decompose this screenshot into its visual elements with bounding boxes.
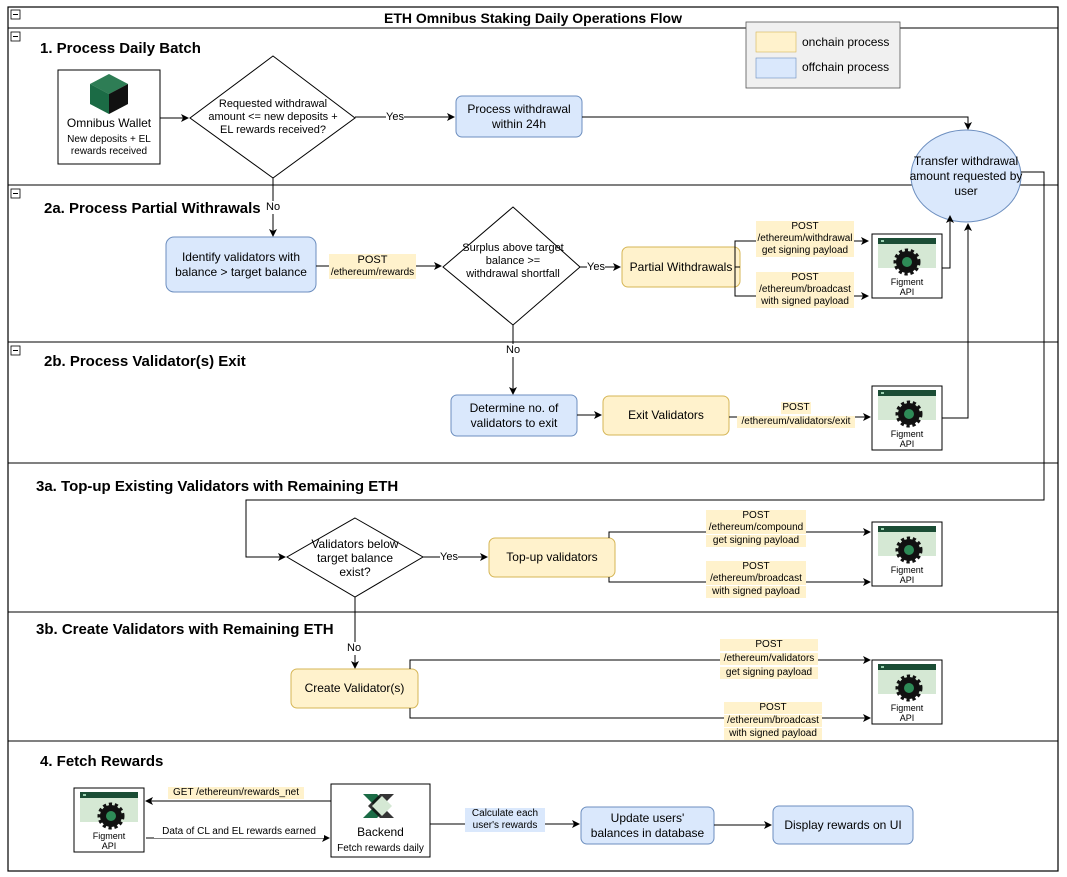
update-balances-node: Update users' balances in database (590, 810, 705, 840)
get-rewards-net-label: GET /ethereum/rewards_net (168, 787, 304, 799)
post-withdrawal-method: POST (756, 221, 854, 233)
decision-validators-below: Validators below target balance exist? (311, 537, 399, 579)
figment-api-label: API (101, 841, 117, 851)
gear-icon (895, 536, 923, 564)
collapse-icon[interactable] (10, 188, 21, 199)
backend-title: Backend (357, 825, 404, 839)
backend-logo-icon (363, 794, 394, 818)
determine-validators-node: Determine no. of validators to exit (469, 400, 559, 430)
post-withdrawal-note: get signing payload (756, 245, 854, 257)
figment-api-label: Figment (92, 831, 126, 841)
post-broadcast-path-2a: /ethereum/broadcast (756, 284, 854, 296)
backend-subtitle: Fetch rewards daily (337, 843, 424, 854)
legend-offchain-label: offchain process (802, 60, 890, 74)
transfer-withdrawal-node: Transfer withdrawal amount requested by … (909, 153, 1023, 198)
post-rewards-path: /ethereum/rewards (329, 267, 416, 279)
gear-icon (895, 400, 923, 428)
collapse-icon[interactable] (10, 9, 21, 20)
wallet-subtitle: New deposits + EL rewards received (67, 134, 151, 157)
section-title-4: 4. Fetch Rewards (40, 753, 164, 770)
post-broadcast-note-3a: with signed payload (706, 586, 806, 598)
post-broadcast-note-3b: with signed payload (724, 728, 822, 740)
figment-api-label: Figment (890, 703, 924, 713)
post-validators-method: POST (720, 639, 818, 651)
section-title-3a: 3a. Top-up Existing Validators with Rema… (36, 478, 399, 495)
identify-validators-node: Identify validators with balance > targe… (175, 249, 307, 279)
topup-validators-node: Top-up validators (506, 550, 598, 564)
post-broadcast-note-2a: with signed payload (756, 296, 854, 308)
post-broadcast-path-3b: /ethereum/broadcast (724, 715, 822, 727)
display-rewards-node: Display rewards on UI (784, 817, 902, 832)
figment-api-label: Figment (890, 277, 924, 287)
yes-label-2a: Yes (587, 261, 605, 274)
post-broadcast-method-3a: POST (706, 561, 806, 573)
post-validators-note: get signing payload (720, 667, 818, 679)
post-compound-note: get signing payload (706, 535, 806, 547)
decision-withdrawal-covered: Requested withdrawal amount <= new depos… (208, 98, 338, 136)
yes-label-3a: Yes (440, 551, 458, 564)
legend-onchain-label: onchain process (802, 35, 890, 49)
post-broadcast-method-2a: POST (756, 272, 854, 284)
rewards-data-label: Data of CL and EL rewards earned (154, 826, 324, 838)
exit-validators-node: Exit Validators (628, 408, 704, 422)
no-label-1: No (266, 201, 281, 214)
figment-api-label: API (899, 287, 915, 297)
figment-api-label: API (899, 439, 915, 449)
figment-api-label: API (899, 713, 915, 723)
calculate-rewards-label: Calculate each user's rewards (465, 808, 545, 832)
no-label-2a: No (506, 344, 521, 357)
figment-api-label: Figment (890, 565, 924, 575)
collapse-icon[interactable] (10, 345, 21, 356)
wallet-title: Omnibus Wallet (66, 116, 152, 130)
collapse-icon[interactable] (10, 31, 21, 42)
figment-api-label: Figment (890, 429, 924, 439)
gear-icon (893, 248, 921, 276)
post-compound-path: /ethereum/compound (706, 522, 806, 534)
yes-label-1: Yes (386, 111, 404, 124)
figment-api-label: API (899, 575, 915, 585)
post-broadcast-method-3b: POST (724, 702, 822, 714)
decision-surplus: Surplus above target balance >= withdraw… (462, 242, 564, 280)
create-validators-node: Create Validator(s) (304, 681, 405, 695)
section-title-1: 1. Process Daily Batch (40, 40, 201, 57)
partial-withdrawals-node: Partial Withdrawals (629, 259, 733, 274)
no-label-3b: No (347, 642, 362, 655)
process-withdrawal-node: Process withdrawal within 24h (467, 101, 571, 131)
post-rewards-method: POST (329, 254, 416, 267)
section-title-3b: 3b. Create Validators with Remaining ETH (36, 621, 334, 638)
post-validators-path: /ethereum/validators (720, 653, 818, 665)
gear-icon (895, 674, 923, 702)
post-broadcast-path-3a: /ethereum/broadcast (706, 573, 806, 585)
post-compound-method: POST (706, 510, 806, 522)
post-exit-method: POST (781, 402, 811, 414)
diagram-title: ETH Omnibus Staking Daily Operations Flo… (384, 10, 682, 26)
gear-icon (97, 802, 125, 830)
section-title-2b: 2b. Process Validator(s) Exit (44, 353, 246, 370)
cube-icon (90, 74, 128, 114)
post-exit-path: /ethereum/validators/exit (737, 416, 855, 428)
section-title-2a: 2a. Process Partial Withrawals (44, 200, 261, 217)
post-withdrawal-path: /ethereum/withdrawal (756, 233, 854, 245)
